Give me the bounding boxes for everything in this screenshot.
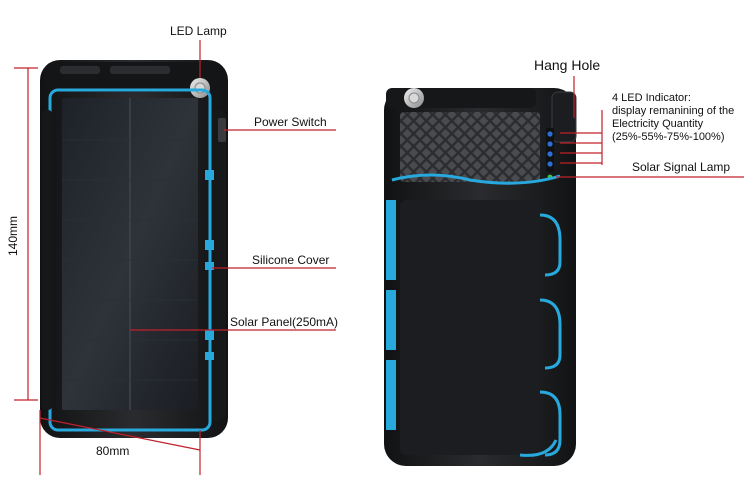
power-switch-icon	[218, 118, 226, 142]
solar-signal-lamp-label: Solar Signal Lamp	[632, 160, 731, 174]
led-lamp-label: LED Lamp	[170, 24, 227, 38]
led-indicator-4	[547, 161, 553, 167]
power-switch-label: Power Switch	[254, 115, 327, 129]
hang-hole-icon	[551, 91, 577, 143]
right-leader-lines	[556, 76, 744, 178]
width-dimension-label: 80mm	[96, 444, 130, 458]
hang-hole-label: Hang Hole	[534, 57, 601, 73]
led-indicator-label-line3: Electricity Quantity	[612, 118, 704, 130]
led-indicator-1	[547, 131, 553, 137]
solar-panel-label: Solar Panel(250mA)	[230, 315, 339, 329]
led-indicator-label-line1: 4 LED Indicator:	[612, 92, 691, 104]
left-power-bank	[40, 60, 228, 438]
led-indicator-2	[547, 141, 553, 147]
left-leader-lines	[130, 40, 336, 331]
led-indicator-3	[547, 151, 553, 157]
right-power-bank	[384, 88, 577, 466]
height-dimension-label: 140mm	[6, 215, 20, 256]
textured-grip	[400, 112, 540, 182]
led-indicator-label-line4: (25%-55%-75%-100%)	[612, 131, 725, 143]
dimension-lines	[14, 67, 201, 475]
led-indicator-label-line2: display remanining of the	[612, 105, 735, 117]
silicone-cover-label: Silicone Cover	[252, 253, 330, 267]
